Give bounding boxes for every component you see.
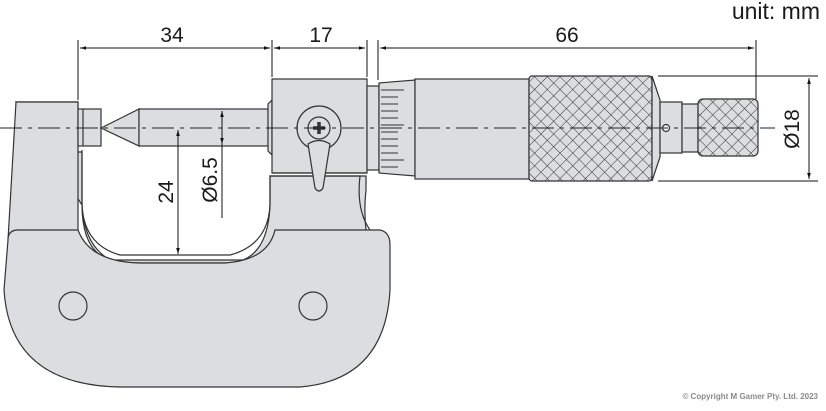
dim-label-66: 66 bbox=[555, 24, 578, 47]
dim-label-17: 17 bbox=[309, 24, 332, 47]
copyright-notice: © Copyright M Gamer Pty. Ltd. 2023 bbox=[682, 392, 818, 401]
dim-label-dia-18: Ø18 bbox=[781, 109, 804, 149]
dim-label-24: 24 bbox=[155, 180, 178, 204]
unit-label: unit: mm bbox=[731, 0, 820, 24]
dim-label-34: 34 bbox=[160, 24, 184, 47]
dim-label-dia-6-5: Ø6.5 bbox=[199, 157, 222, 203]
